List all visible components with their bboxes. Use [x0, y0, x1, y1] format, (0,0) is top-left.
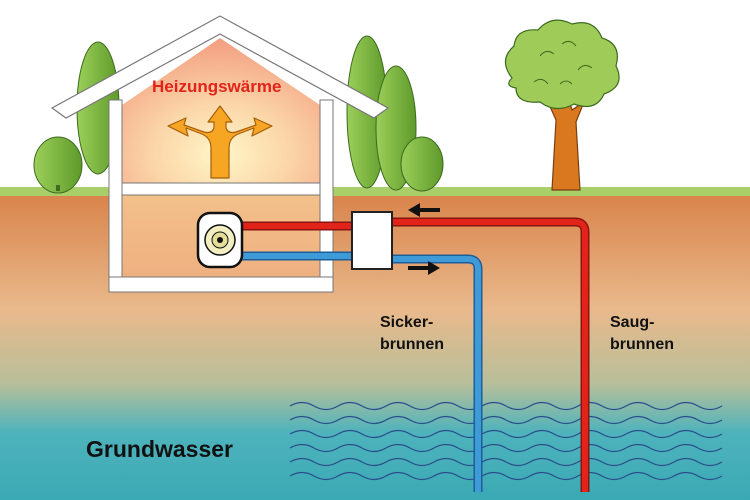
infiltration-well-label-line1: Sicker-	[380, 314, 434, 331]
infiltration-well-label-line2: brunnen	[380, 336, 444, 353]
suction-well-label-line1: Saug-	[610, 314, 655, 331]
deciduous-tree	[504, 19, 620, 191]
infiltration-well-label: Sicker- brunnen	[380, 312, 444, 356]
heat-exchanger-icon	[351, 211, 393, 270]
hot-water-pipe	[240, 217, 590, 492]
flow-arrow-left-icon	[408, 203, 440, 217]
heating-heat-label: Heizungswärme	[152, 77, 282, 96]
bush-left	[33, 136, 83, 194]
groundwater-waves	[289, 401, 723, 481]
grass-strip	[0, 187, 750, 196]
suction-well-label: Saug- brunnen	[610, 312, 674, 356]
cold-water-pipe	[240, 251, 483, 492]
heat-spread-arrows-icon	[167, 105, 273, 179]
heat-pump-icon	[196, 211, 244, 269]
suction-well-label-line2: brunnen	[610, 336, 674, 353]
groundwater-label: Grundwasser	[86, 436, 233, 462]
flow-arrow-right-icon	[408, 261, 440, 275]
floor-slab	[121, 182, 321, 196]
roof	[50, 15, 390, 119]
